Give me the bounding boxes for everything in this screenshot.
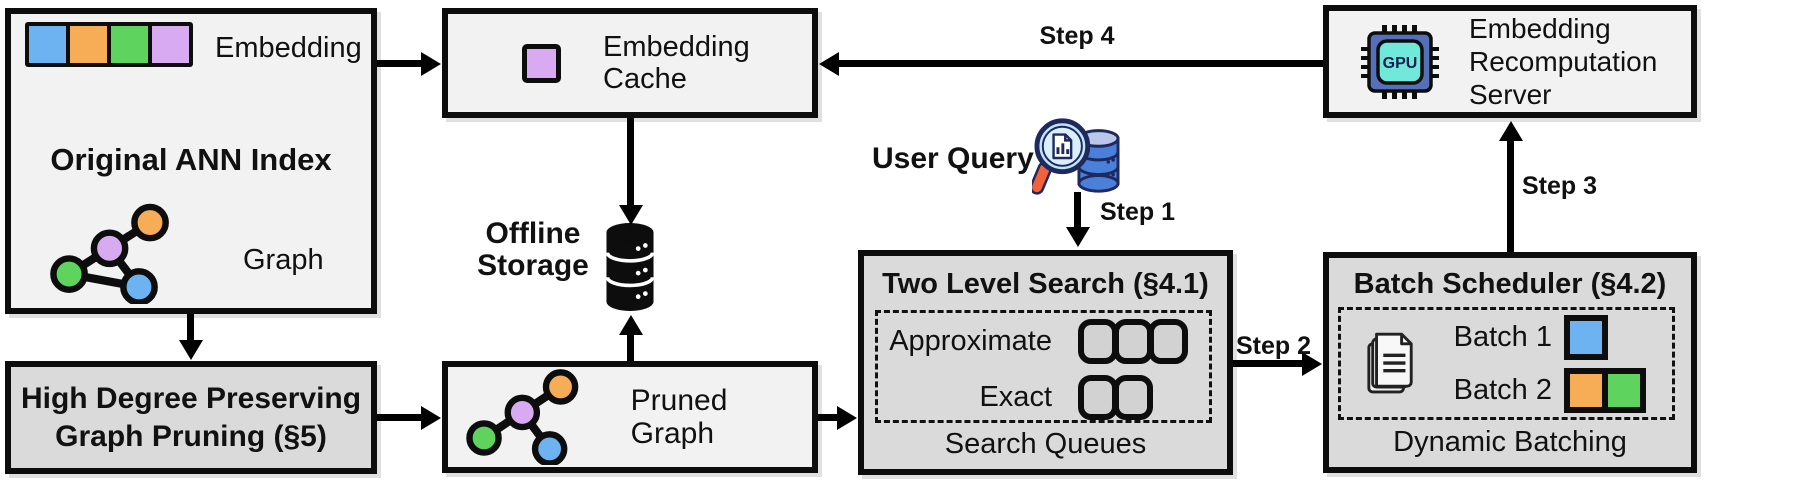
recomputation-server-box: GPU Embedding Recomputation Server bbox=[1323, 5, 1697, 118]
batch1-label: Batch 1 bbox=[1453, 320, 1552, 353]
step3-label: Step 3 bbox=[1522, 172, 1598, 200]
arrow-pruned-to-search bbox=[818, 414, 838, 421]
arrow-cache-to-storage bbox=[627, 118, 634, 206]
two-level-search-box: Two Level Search (§4.1) Approximate Exac… bbox=[858, 250, 1233, 475]
high-degree-pruning-line1: High Degree Preserving bbox=[20, 381, 362, 415]
offline-storage-label: Offline Storage bbox=[477, 217, 589, 282]
exact-queue-row: Exact bbox=[878, 369, 1209, 425]
batch2-label: Batch 2 bbox=[1453, 373, 1552, 406]
embedding-cell-orange bbox=[70, 26, 107, 63]
gpu-icon: GPU bbox=[1361, 24, 1439, 99]
queue-slot bbox=[1113, 374, 1153, 420]
pruned-graph-icon bbox=[466, 369, 579, 465]
embedding-vector-icon bbox=[25, 22, 193, 67]
queue-slot bbox=[1113, 318, 1153, 364]
server-line2: Recomputation bbox=[1469, 46, 1658, 77]
cached-embedding-icon bbox=[522, 43, 561, 83]
dynamic-batching-label: Dynamic Batching bbox=[1393, 426, 1627, 458]
embedding-label: Embedding bbox=[215, 32, 362, 64]
batch-scheduler-box: Batch Scheduler (§4.2) Batch 1 bbox=[1323, 252, 1697, 473]
server-line3: Server bbox=[1469, 79, 1552, 110]
batch2-row: Batch 2 bbox=[1417, 367, 1656, 413]
batch1-blue-square bbox=[1564, 314, 1608, 360]
batch1-swatches bbox=[1564, 314, 1656, 360]
arrow-embedding-to-cache bbox=[377, 60, 422, 67]
server-line1: Embedding bbox=[1469, 13, 1611, 44]
embedding-cache-box: Embedding Cache bbox=[442, 8, 818, 118]
batch1-row: Batch 1 bbox=[1417, 314, 1656, 360]
batch2-swatches bbox=[1564, 367, 1656, 413]
dynamic-batching-region: Batch 1 Batch 2 bbox=[1338, 307, 1675, 420]
arrow-step3-scheduler-to-server bbox=[1507, 140, 1514, 252]
original-ann-index-title: Original ANN Index bbox=[50, 142, 332, 177]
embedding-cache-line1: Embedding bbox=[603, 31, 750, 63]
arrow-ann-to-pruning bbox=[187, 314, 194, 341]
arrow-step1-query-to-search bbox=[1074, 192, 1081, 228]
step2-label: Step 2 bbox=[1236, 332, 1312, 360]
approximate-queue-slots bbox=[1078, 318, 1188, 364]
graph-label: Graph bbox=[243, 244, 324, 276]
approximate-queue-row: Approximate bbox=[878, 313, 1209, 369]
arrow-step2-search-to-scheduler bbox=[1233, 360, 1303, 367]
high-degree-pruning-line2: Graph Pruning (§5) bbox=[55, 419, 327, 453]
documents-icon bbox=[1367, 332, 1413, 393]
exact-queue-slots bbox=[1078, 374, 1153, 420]
step4-label: Step 4 bbox=[1039, 22, 1115, 50]
ann-graph-icon bbox=[50, 203, 169, 304]
step1-label: Step 1 bbox=[1100, 198, 1176, 226]
batch-scheduler-title: Batch Scheduler (§4.2) bbox=[1353, 268, 1667, 300]
high-degree-pruning-box: High Degree Preserving Graph Pruning (§5… bbox=[5, 361, 377, 474]
queue-slot bbox=[1078, 318, 1118, 364]
pruned-graph-box: Pruned Graph bbox=[442, 361, 818, 473]
queue-slot bbox=[1078, 374, 1118, 420]
user-query-icon bbox=[1032, 118, 1120, 195]
batch2-green-square bbox=[1602, 367, 1646, 413]
arrow-step4-server-to-cache bbox=[838, 60, 1323, 67]
embedding-cache-line2: Cache bbox=[603, 63, 687, 95]
user-query-label: User Query bbox=[872, 142, 1034, 175]
two-level-search-title: Two Level Search (§4.1) bbox=[882, 268, 1209, 300]
queue-slot bbox=[1148, 318, 1188, 364]
embedding-cell-green bbox=[111, 26, 148, 63]
search-queues-label: Search Queues bbox=[944, 428, 1147, 460]
arrow-pruned-to-storage bbox=[627, 334, 634, 361]
gpu-text: GPU bbox=[1383, 55, 1418, 72]
exact-label: Exact bbox=[979, 380, 1052, 413]
arrow-pruning-to-pruned-graph bbox=[377, 414, 422, 421]
embedding-cell-blue bbox=[29, 26, 66, 63]
approximate-label: Approximate bbox=[889, 324, 1052, 357]
database-icon bbox=[605, 223, 655, 311]
original-ann-index-box: Embedding Original ANN Index Graph bbox=[5, 8, 377, 314]
search-queues-region: Approximate Exact bbox=[875, 310, 1212, 423]
pruned-graph-label: Pruned Graph bbox=[630, 384, 728, 450]
embedding-cell-purple bbox=[152, 26, 189, 63]
